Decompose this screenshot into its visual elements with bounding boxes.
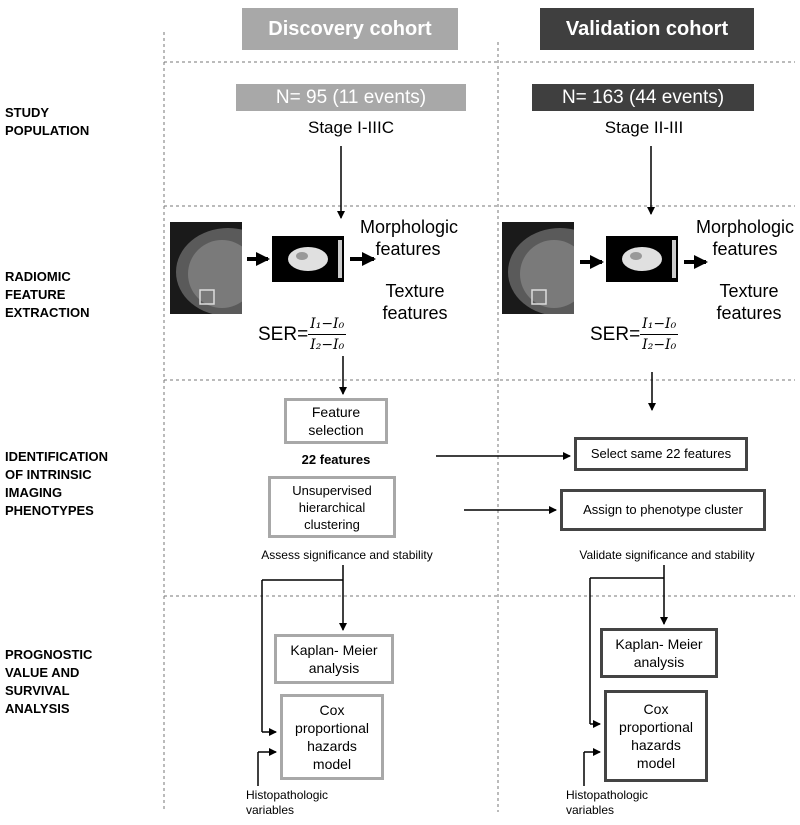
validation-ser-label: SER= <box>590 323 641 345</box>
row-label-prognostic-value: PROGNOSTIC VALUE AND SURVIVAL ANALYSIS <box>5 647 93 716</box>
validation-kaplan-meier-label: Kaplan- Meier analysis <box>615 636 703 670</box>
discovery-cohort-title: Discovery cohort <box>268 17 432 40</box>
discovery-kaplan-meier-label: Kaplan- Meier analysis <box>290 642 378 676</box>
validation-stage: Stage II-III <box>604 118 684 137</box>
validation-histopathologic-variables: Histopathologic variables <box>566 788 649 817</box>
row-label-study-population: STUDY POPULATION <box>5 105 90 138</box>
discovery-cox-model-box: Cox proportional hazards model <box>280 694 384 780</box>
discovery-kaplan-meier-box: Kaplan- Meier analysis <box>274 634 394 684</box>
validation-cox-model-box: Cox proportional hazards model <box>604 690 708 782</box>
validate-significance-label: Validate significance and stability <box>579 548 755 562</box>
select-same-features-label: Select same 22 features <box>590 446 732 461</box>
discovery-tumor-segmentation-image <box>272 236 344 282</box>
discovery-morphologic-features: Morphologic features <box>360 217 459 259</box>
validation-n-box: N= 163 (44 events) <box>532 84 754 111</box>
validation-ser-formula: SER= I₁−I₀ I₂−I₀ <box>590 316 679 353</box>
discovery-histopathologic-variables: Histopathologic variables <box>246 788 329 817</box>
feature-selection-box: Feature selection <box>284 398 388 444</box>
validation-n-text: N= 163 (44 events) <box>561 86 725 108</box>
discovery-ser-label: SER= <box>258 323 309 345</box>
row-label-identification-of-phenotypes: IDENTIFICATION OF INTRINSIC IMAGING PHEN… <box>5 449 109 518</box>
discovery-ser-denominator: I₂−I₀ <box>310 337 345 353</box>
validation-breast-mri-image <box>502 222 574 314</box>
validation-tumor-segmentation-image <box>606 236 678 282</box>
assign-phenotype-label: Assign to phenotype cluster <box>583 502 743 517</box>
discovery-n-box: N= 95 (11 events) <box>236 84 466 111</box>
discovery-ser-formula: SER= I₁−I₀ I₂−I₀ <box>258 316 347 353</box>
assign-phenotype-box: Assign to phenotype cluster <box>560 489 766 531</box>
hierarchical-clustering-label: Unsupervised hierarchical clustering <box>292 482 372 532</box>
validation-ser-denominator: I₂−I₀ <box>642 337 677 353</box>
feature-selection-label: Feature selection <box>308 404 364 438</box>
grid-lines <box>163 32 795 812</box>
discovery-cox-model-label: Cox proportional hazards model <box>295 702 369 772</box>
validation-texture-features: Texture features <box>716 281 782 323</box>
validation-cohort-header: Validation cohort <box>540 8 754 50</box>
discovery-stage: Stage I-IIIC <box>308 118 394 137</box>
discovery-texture-features: Texture features <box>382 281 448 323</box>
discovery-cohort-header: Discovery cohort <box>242 8 458 50</box>
validation-prognostic-connectors <box>583 565 668 786</box>
discovery-prognostic-connectors <box>257 565 347 786</box>
discovery-n-text: N= 95 (11 events) <box>275 86 427 108</box>
select-same-features-box: Select same 22 features <box>574 437 748 471</box>
discovery-ser-fraction: I₁−I₀ I₂−I₀ <box>308 316 347 353</box>
hierarchical-clustering-box: Unsupervised hierarchical clustering <box>268 476 396 538</box>
validation-morphologic-features: Morphologic features <box>695 217 795 259</box>
discovery-ser-numerator: I₁−I₀ <box>308 316 347 335</box>
validation-kaplan-meier-box: Kaplan- Meier analysis <box>600 628 718 678</box>
row-label-radiomic-feature-extraction: RADIOMIC FEATURE EXTRACTION <box>5 269 90 320</box>
validation-ser-fraction: I₁−I₀ I₂−I₀ <box>640 316 679 353</box>
validation-cox-model-label: Cox proportional hazards model <box>619 701 693 771</box>
assess-significance-label: Assess significance and stability <box>261 548 433 562</box>
validation-cohort-title: Validation cohort <box>565 17 729 40</box>
validation-ser-numerator: I₁−I₀ <box>640 316 679 335</box>
features-count-label: 22 features <box>301 452 371 467</box>
discovery-breast-mri-image <box>170 222 242 314</box>
